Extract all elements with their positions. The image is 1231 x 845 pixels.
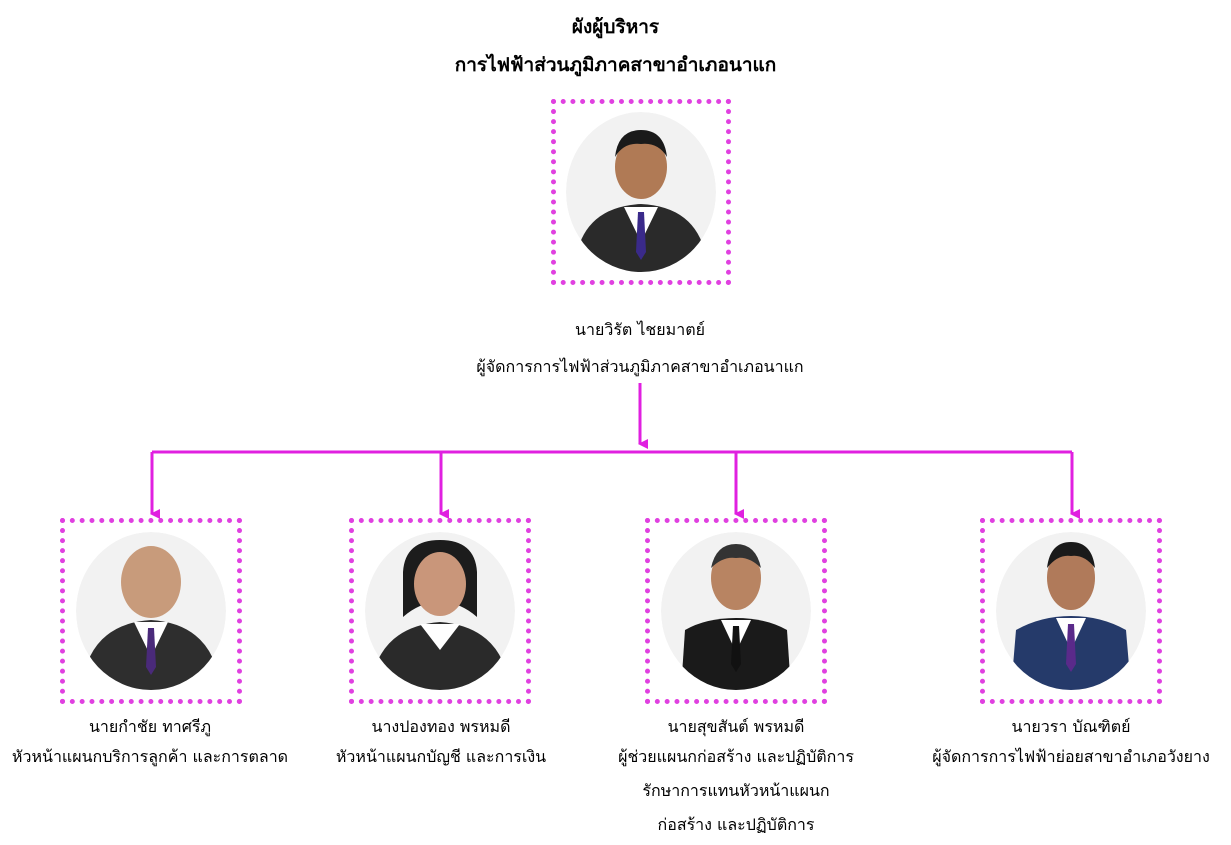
staff-position-1: หัวหน้าแผนกบริการลูกค้า และการตลาด <box>11 747 289 766</box>
staff-name-1: นายกำชัย ทาศรีภู <box>88 717 212 736</box>
staff-portrait-4 <box>996 532 1146 690</box>
staff-name-4: นายวรา บัณฑิตย์ <box>1011 717 1131 736</box>
staff-photo-frame-3 <box>645 518 827 704</box>
staff-portrait-3 <box>661 532 811 690</box>
staff-position-3-line-3: ก่อสร้าง และปฏิบัติการ <box>657 815 815 834</box>
staff-portrait-2 <box>365 532 515 690</box>
staff-portrait-1 <box>76 532 226 690</box>
chart-subtitle: การไฟฟ้าส่วนภูมิภาคสาขาอำเภอนาแก <box>454 54 777 76</box>
manager-position: ผู้จัดการการไฟฟ้าส่วนภูมิภาคสาขาอำเภอนาแ… <box>476 357 804 376</box>
staff-position-3-line-1: ผู้ช่วยแผนกก่อสร้าง และปฏิบัติการ <box>618 747 854 766</box>
staff-photo-frame-2 <box>349 518 531 704</box>
staff-position-4: ผู้จัดการการไฟฟ้าย่อยสาขาอำเภอวังยาง <box>932 747 1210 766</box>
manager-portrait <box>566 112 716 272</box>
staff-position-3-line-2: รักษาการแทนหัวหน้าแผนก <box>642 781 830 800</box>
staff-position-2: หัวหน้าแผนกบัญชี และการเงิน <box>335 747 547 766</box>
staff-name-3: นายสุขสันต์ พรหมดี <box>667 717 805 736</box>
manager-name: นายวิรัต ไชยมาตย์ <box>575 320 705 339</box>
staff-photo-frame-1 <box>60 518 242 704</box>
manager-photo-frame <box>551 99 731 285</box>
staff-name-2: นางปองทอง พรหมดี <box>371 717 511 736</box>
chart-title: ผังผู้บริหาร <box>571 16 660 38</box>
staff-photo-frame-4 <box>980 518 1162 704</box>
